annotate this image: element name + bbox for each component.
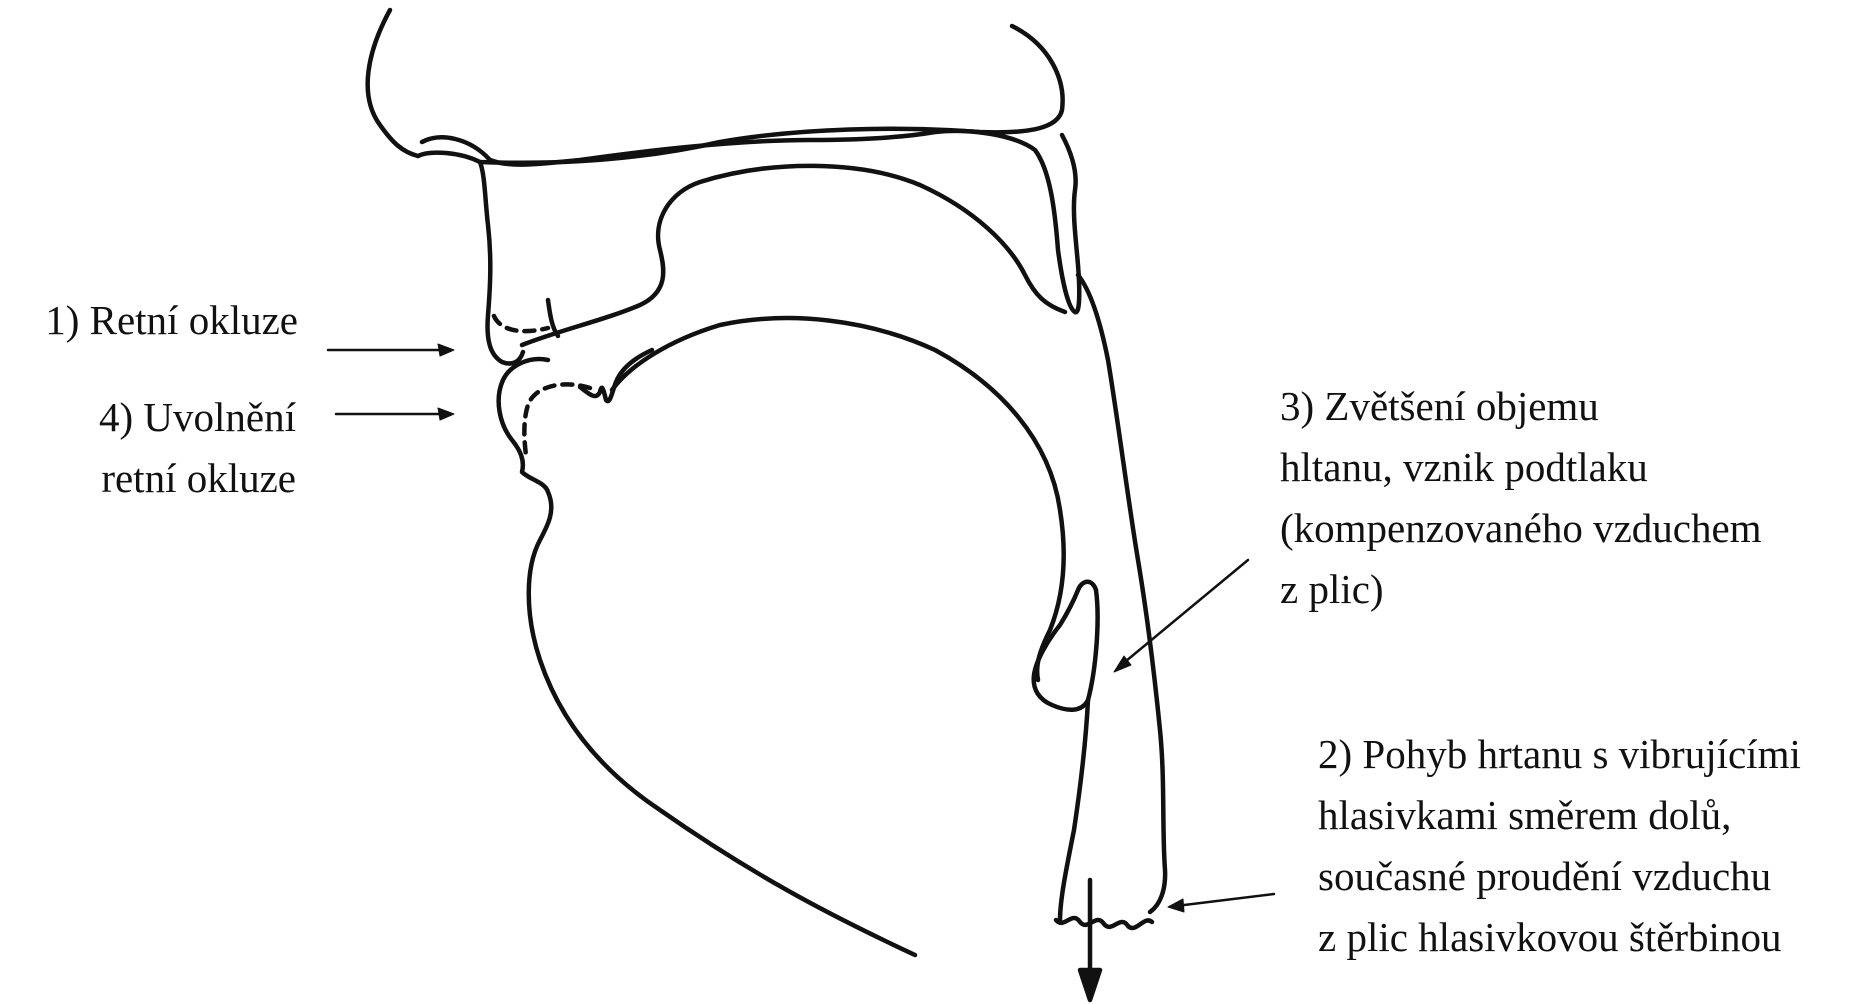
vocal-folds	[1056, 918, 1152, 928]
label-larynx-movement-line-3: současné proudění vzduchu	[1318, 846, 1801, 907]
label-larynx-movement-line-1: 2) Pohyb hrtanu s vibrujícími	[1318, 724, 1801, 785]
larynx-downward-arrow-head	[1080, 970, 1100, 1000]
label-lip-release: 4) Uvolnění retní okluze	[99, 387, 296, 509]
arrow-larynx-movement-head	[1168, 899, 1184, 912]
label-lip-occlusion-line-1: 1) Retní okluze	[45, 290, 298, 351]
lower-lip-dashed	[524, 384, 590, 455]
upper-tooth	[548, 300, 558, 336]
pharynx-back-wall	[1078, 275, 1165, 912]
lower-teeth	[580, 350, 652, 401]
epiglottis	[1034, 582, 1098, 710]
label-pharynx-expansion-line-2: hltanu, vznik podtlaku	[1280, 437, 1762, 498]
arrow-lip-release-head	[438, 408, 454, 420]
larynx-front	[1060, 700, 1088, 920]
label-larynx-movement-line-2: hlasivkami směrem dolů,	[1318, 785, 1801, 846]
label-lip-release-line-1: 4) Uvolnění	[99, 387, 296, 448]
label-pharynx-expansion-line-3: (kompenzovaného vzduchem	[1280, 498, 1762, 559]
label-lip-occlusion: 1) Retní okluze	[45, 290, 298, 351]
tongue-outline	[612, 318, 1064, 680]
label-pharynx-expansion-line-4: z plic)	[1280, 559, 1762, 620]
nose-outline	[368, 10, 418, 156]
upper-lip	[480, 162, 523, 364]
arrow-larynx-movement	[1176, 894, 1274, 906]
label-larynx-movement: 2) Pohyb hrtanu s vibrujícími hlasivkami…	[1318, 724, 1801, 968]
upper-lip-dashed	[494, 316, 548, 331]
label-lip-release-line-2: retní okluze	[99, 448, 296, 509]
label-pharynx-expansion: 3) Zvětšení objemu hltanu, vznik podtlak…	[1280, 376, 1762, 620]
label-larynx-movement-line-4: z plic hlasivkovou štěrbinou	[1318, 907, 1801, 968]
label-pharynx-expansion-line-1: 3) Zvětšení objemu	[1280, 376, 1762, 437]
lower-lip	[499, 359, 915, 955]
arrow-lip-occlusion-head	[438, 344, 454, 356]
